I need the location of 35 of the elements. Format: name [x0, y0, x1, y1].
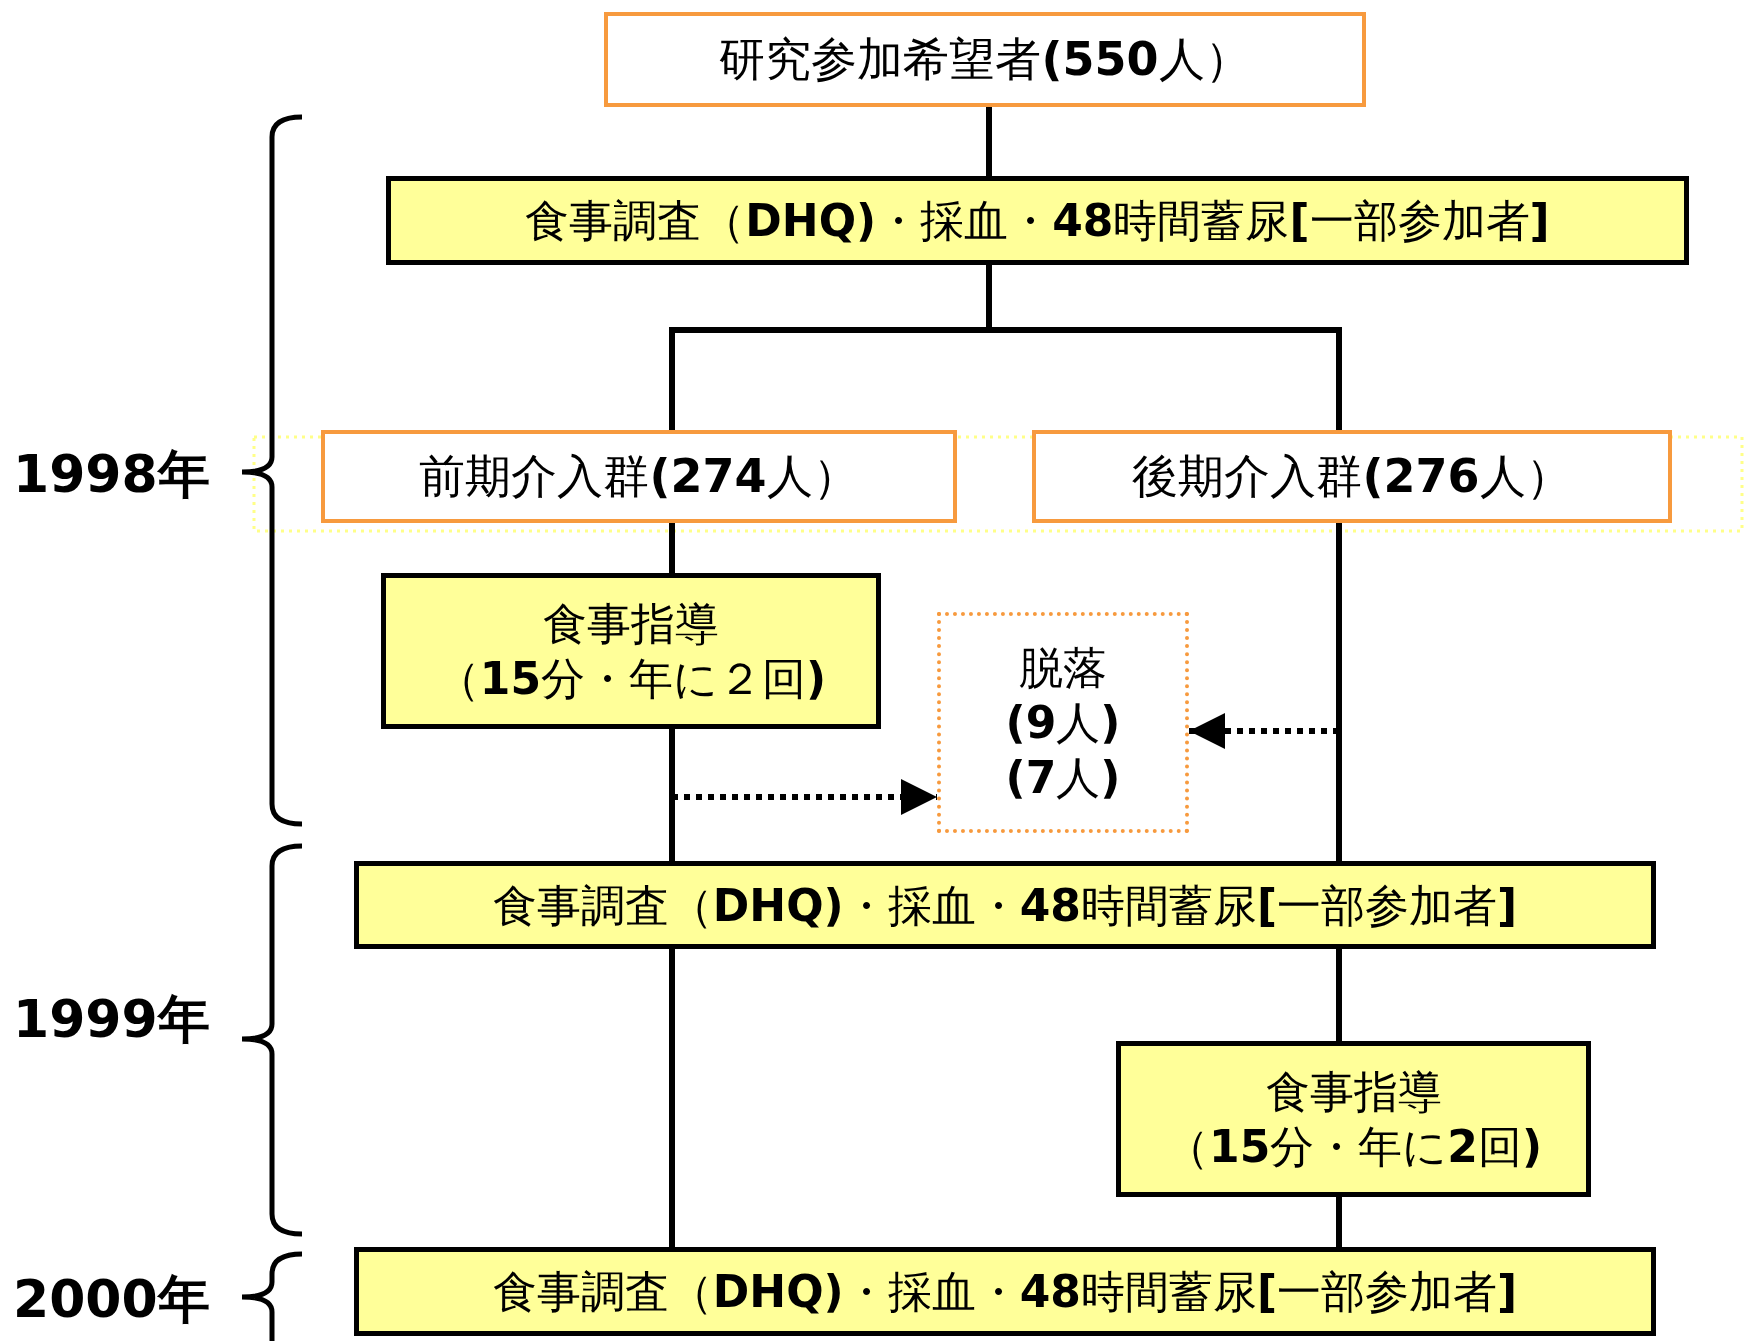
group-box [604, 12, 1366, 107]
connector-line [1336, 1197, 1342, 1247]
connector-line [1336, 523, 1342, 861]
group-label: 研究参加希望者(550人） [719, 30, 1251, 88]
group-box [321, 430, 957, 523]
connector-line [986, 107, 992, 176]
year-label: 1999年 [13, 988, 210, 1051]
process-box [354, 861, 1656, 949]
step-label: 食事指導 [1265, 1065, 1442, 1119]
step-label: 食事指導 [543, 597, 719, 651]
dropout-label: (9人) [1005, 696, 1121, 750]
dropout-box [937, 612, 1189, 833]
connector-line [669, 729, 675, 861]
step-label: 食事調査（DHQ)・採血・48時間蓄尿[一部参加者] [525, 194, 1550, 248]
group-label: 前期介入群(274人） [419, 447, 859, 505]
step-label: 食事調査（DHQ)・採血・48時間蓄尿[一部参加者] [492, 1265, 1518, 1319]
process-box [381, 573, 881, 729]
group-label: 後期介入群(276人） [1132, 447, 1572, 505]
arrow [1189, 713, 1339, 749]
connector-line [986, 265, 1342, 430]
step-label: （15分・年に2回) [1165, 1120, 1542, 1174]
dropout-label: 脱落 [1019, 641, 1107, 695]
process-box [386, 176, 1689, 265]
step-label: （15分・年に２回) [435, 652, 827, 706]
dropout-label: (7人) [1005, 751, 1121, 805]
step-label: 食事調査（DHQ)・採血・48時間蓄尿[一部参加者] [492, 878, 1518, 933]
connector-line [669, 523, 675, 573]
arrow [672, 779, 937, 815]
year-label: 2000年 [13, 1268, 210, 1331]
year-label: 1998年 [13, 443, 210, 506]
group-box [1032, 430, 1672, 523]
connector-line [669, 949, 675, 1247]
connector-line [1336, 949, 1342, 1041]
process-box [354, 1247, 1656, 1336]
process-box [1116, 1041, 1591, 1197]
